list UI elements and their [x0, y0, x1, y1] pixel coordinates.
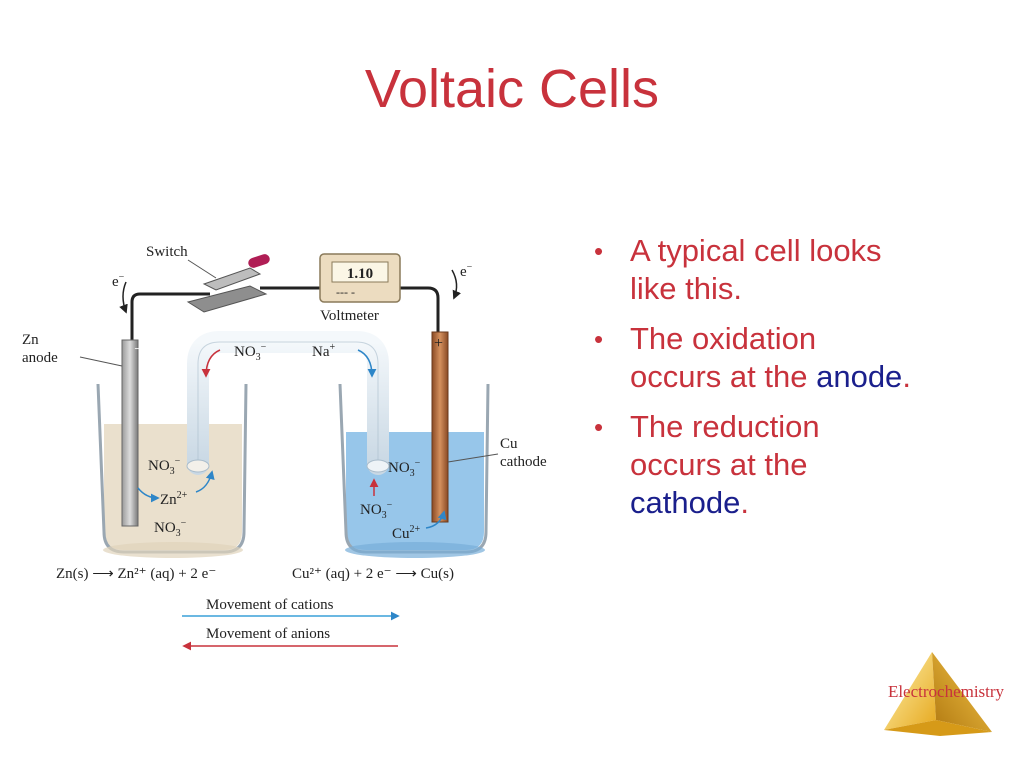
- electron-arrow-left: [119, 281, 128, 314]
- salt-bridge-cation: Na+: [312, 342, 336, 360]
- bullet-3-line-1: The reduction: [630, 409, 820, 444]
- switch[interactable]: [186, 253, 271, 313]
- bullet-dot: •: [594, 324, 604, 354]
- cu-ion-arrow: [425, 510, 447, 529]
- bullet-3-line-2: occurs at the: [630, 447, 808, 482]
- anode-label-1: Zn: [22, 332, 39, 348]
- anode-minus-sign: −: [134, 341, 143, 358]
- voltmeter-label: Voltmeter: [320, 308, 379, 324]
- voltmeter-reading: 1.10: [347, 266, 373, 282]
- electron-arrow-right: [451, 269, 461, 300]
- bullet-item: • A typical cell looks like this.: [592, 232, 1002, 308]
- legend-cations-label: Movement of cations: [206, 597, 334, 613]
- copper-electrode: [431, 331, 449, 523]
- bullet-dot: •: [594, 236, 604, 266]
- voltmeter-dashes: --- -: [336, 285, 355, 299]
- keyword-cathode: cathode: [630, 485, 741, 520]
- electron-label-left: e−: [112, 272, 125, 290]
- ion-no3-left-bottom: NO3−: [154, 518, 187, 539]
- bullet-item: • The reduction occurs at the cathode.: [592, 408, 1002, 522]
- cathode-label-1: Cu: [500, 436, 518, 452]
- ion-cu: Cu2+: [392, 524, 421, 542]
- zinc-electrode: [121, 339, 139, 527]
- bullet-1-line-1: A typical cell looks: [630, 233, 882, 268]
- bullet-1-line-2: like this.: [630, 271, 742, 306]
- bullet-item: • The oxidation occurs at the anode.: [592, 320, 1002, 396]
- wire-left: [130, 292, 210, 350]
- voltmeter: 1.10 --- -: [319, 253, 401, 303]
- bullet-2-line-2: occurs at the: [630, 359, 817, 394]
- zn-ion-arrow: [137, 487, 160, 503]
- cation-arrow-bridge: [357, 349, 377, 378]
- bullet-2-suffix: .: [902, 359, 911, 394]
- slide-title: Voltaic Cells: [364, 59, 660, 119]
- anion-arrow-left: [195, 470, 215, 493]
- cathode-plus-sign: +: [434, 335, 443, 352]
- bullet-3-suffix: .: [740, 485, 749, 520]
- footer-label: Electrochemistry: [887, 682, 1005, 701]
- bullet-2-line-1: The oxidation: [630, 321, 817, 356]
- ion-zn: Zn2+: [160, 490, 188, 508]
- ion-no3-left-top: NO3−: [148, 456, 181, 477]
- electron-label-right: e−: [460, 262, 473, 280]
- voltaic-cell-diagram: e− e− Switch 1.10 --- - Voltmeter − Zn a…: [22, 244, 547, 651]
- half-reaction-cathode: Cu²⁺ (aq) + 2 e⁻ ⟶ Cu(s): [292, 566, 454, 582]
- keyword-anode: anode: [816, 359, 903, 394]
- ion-no3-right-top: NO3−: [388, 458, 421, 479]
- ion-no3-right-bottom: NO3−: [360, 500, 393, 521]
- anion-arrow-bridge: [201, 349, 221, 378]
- half-reaction-anode: Zn(s) ⟶ Zn²⁺ (aq) + 2 e⁻: [56, 566, 216, 582]
- cathode-label-2: cathode: [500, 454, 547, 470]
- switch-label: Switch: [146, 244, 188, 260]
- pyramid-logo-icon: [884, 652, 992, 736]
- anode-label-2: anode: [22, 350, 58, 366]
- bullet-dot: •: [594, 412, 604, 442]
- bullet-list: • A typical cell looks like this. • The …: [592, 232, 1002, 534]
- wire-right: [400, 286, 440, 336]
- legend-anions-label: Movement of anions: [206, 626, 330, 642]
- salt-bridge-anion: NO3−: [234, 342, 267, 363]
